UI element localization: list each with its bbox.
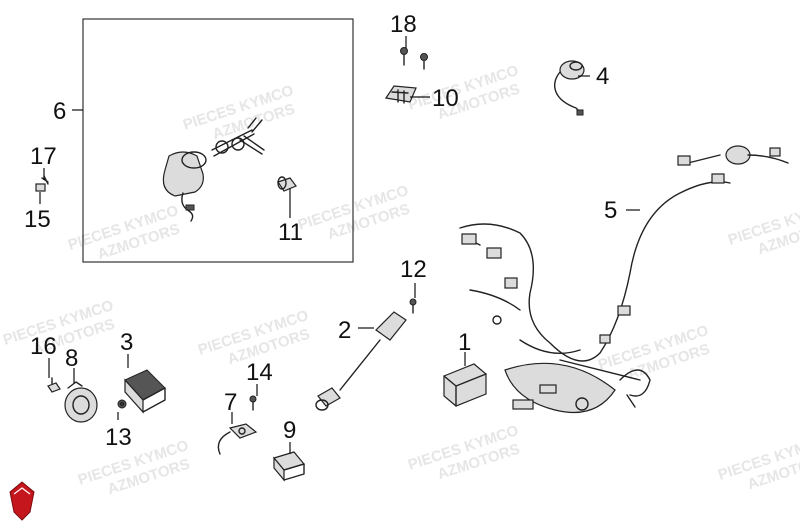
callout-7: 7 xyxy=(224,389,237,416)
bolt-16-drawing xyxy=(47,377,61,393)
callout-5: 5 xyxy=(604,197,617,224)
callout-17: 17 xyxy=(30,143,57,170)
horn-8-drawing xyxy=(64,381,98,423)
sensor-7-drawing xyxy=(217,423,258,455)
callout-9: 9 xyxy=(283,417,296,444)
callout-6: 6 xyxy=(53,98,66,125)
screw-nut-17-15-drawing xyxy=(35,175,49,192)
callout-3: 3 xyxy=(120,329,133,356)
callout-14: 14 xyxy=(246,359,273,386)
callout-12: 12 xyxy=(400,256,427,283)
callout-15: 15 xyxy=(24,206,51,233)
regulator-3-drawing xyxy=(124,369,166,414)
leader-lines xyxy=(39,36,640,454)
callout-10: 10 xyxy=(432,85,459,112)
callout-8: 8 xyxy=(65,345,78,372)
brand-logo xyxy=(9,481,35,521)
callout-1: 1 xyxy=(458,329,471,356)
screw-12-drawing xyxy=(409,298,417,314)
switch-4-drawing xyxy=(553,60,585,116)
relay-unit-1-drawing xyxy=(443,363,487,407)
screw-14-drawing xyxy=(249,395,257,411)
relay-9-drawing xyxy=(272,451,306,482)
key-cylinder-drawing xyxy=(277,176,297,192)
callout-18: 18 xyxy=(390,11,417,38)
callout-2: 2 xyxy=(338,317,351,344)
callout-11: 11 xyxy=(278,219,303,246)
callout-16: 16 xyxy=(30,333,57,360)
callout-4: 4 xyxy=(596,63,609,90)
ignition-group-box xyxy=(82,18,354,263)
nut-13-drawing xyxy=(117,399,127,409)
ignition-coil-2-drawing xyxy=(315,311,407,411)
screws-18-drawing xyxy=(400,47,428,70)
ignition-switch-set-drawing xyxy=(162,117,265,222)
callout-labels: 1 2 3 4 5 6 7 8 9 10 11 12 13 14 15 16 1… xyxy=(24,11,617,451)
bracket-10-drawing xyxy=(384,85,417,104)
callout-13: 13 xyxy=(105,424,132,451)
wire-harness-5-drawing xyxy=(459,145,789,414)
